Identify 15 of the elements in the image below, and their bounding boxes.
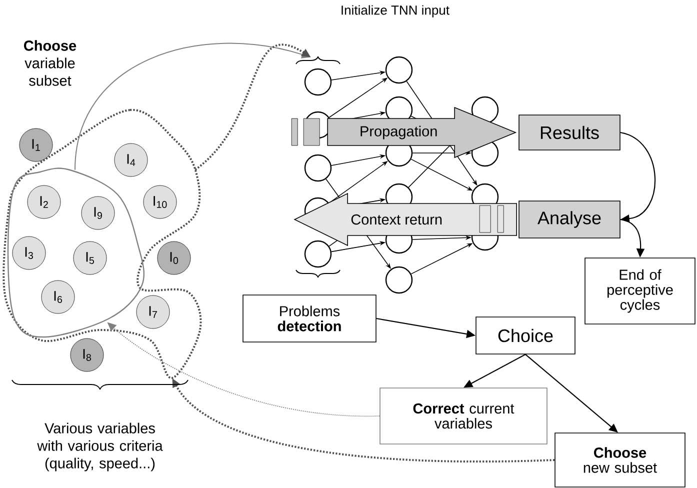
caption: Various variables with various criteria (quality, speed...) <box>37 422 163 472</box>
process-box: Problems detection <box>242 294 376 342</box>
result-box: Results <box>518 114 620 150</box>
process-box: Choose new subset <box>554 432 686 488</box>
arrow <box>620 132 656 223</box>
process-box: End of perceptive cycles <box>584 258 696 324</box>
caption: Choose variable subset <box>24 40 76 86</box>
dotted-outline <box>2 109 202 379</box>
result-box: Analyse <box>518 200 620 238</box>
solid-outline <box>7 168 145 338</box>
process-box: Choice <box>476 316 576 354</box>
heading: Initialize TNN input <box>342 5 450 18</box>
process-box: Correct current variables <box>380 388 548 444</box>
edge-label: Propagation <box>360 126 437 140</box>
edge-label: Context return <box>351 214 442 225</box>
